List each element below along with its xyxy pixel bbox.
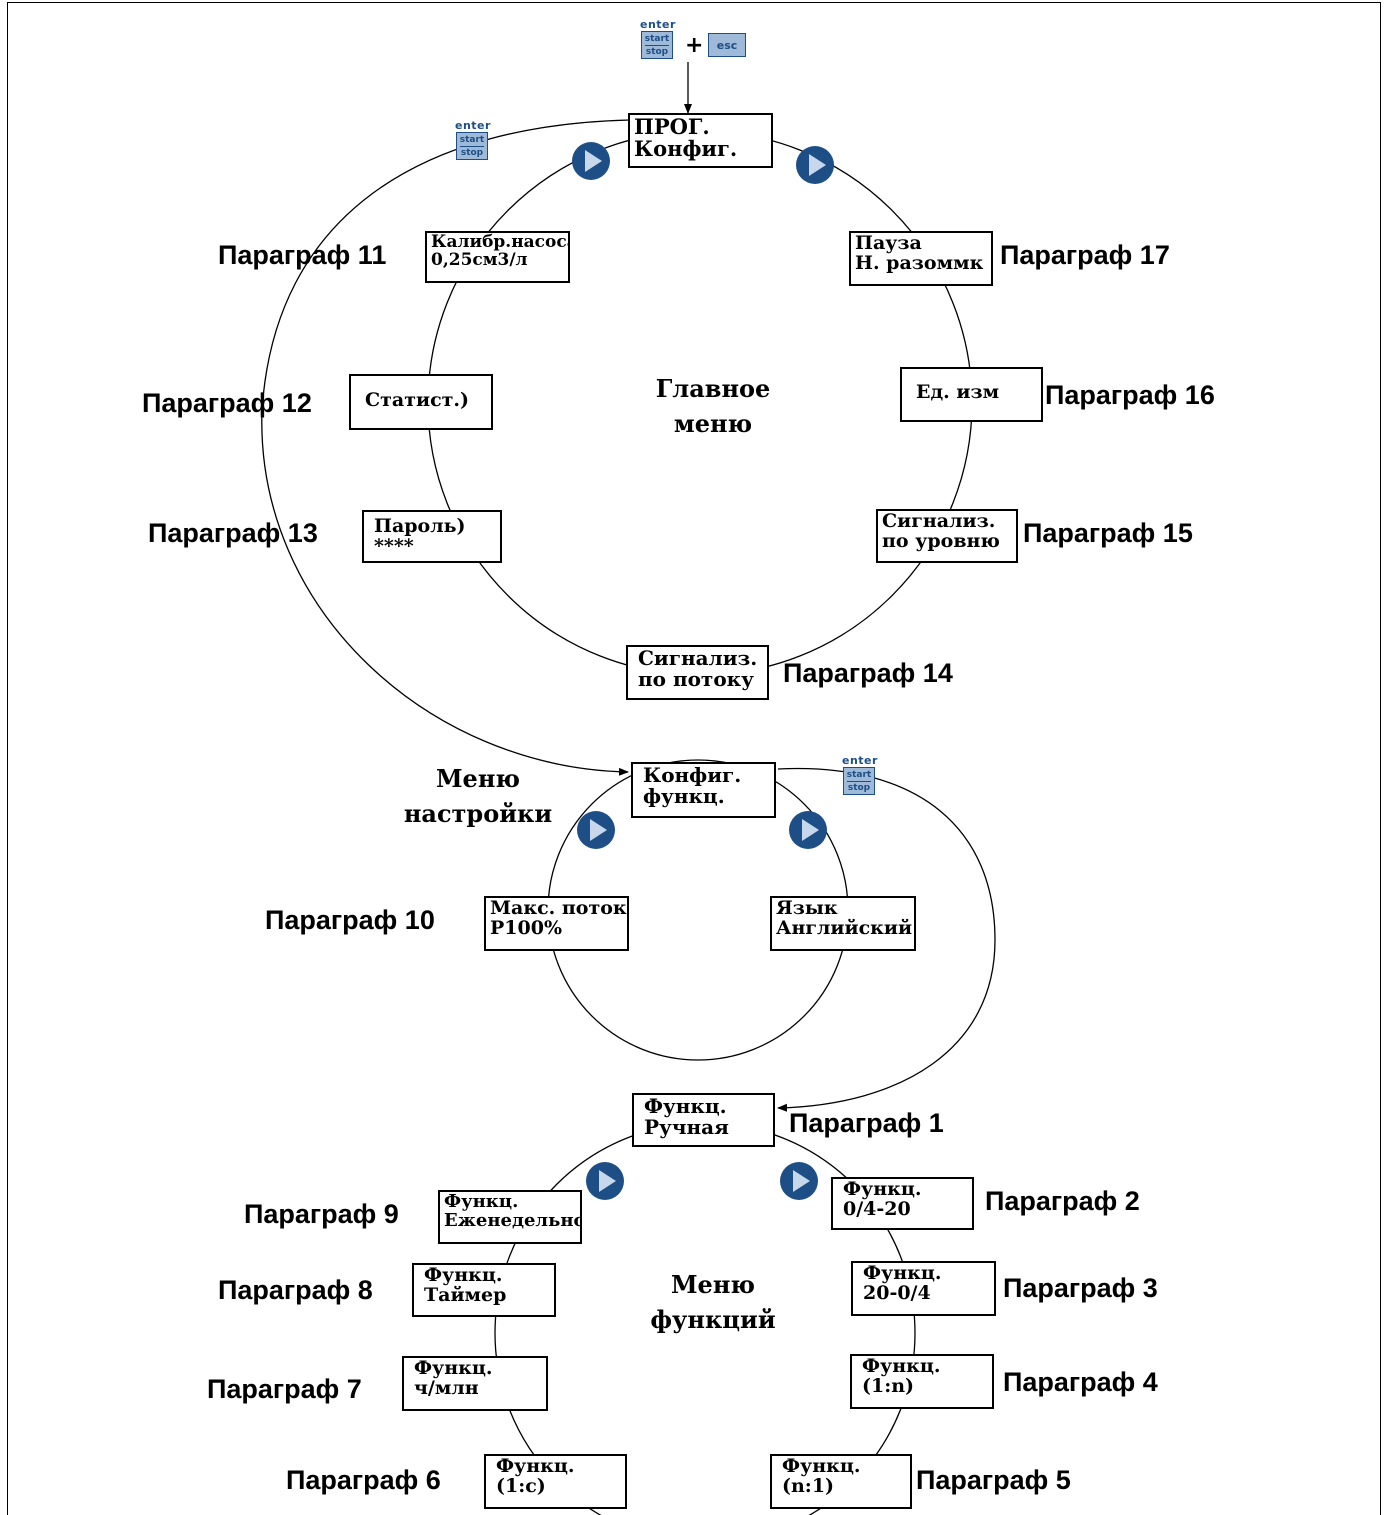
paragraph-label: Параграф 4: [1003, 1367, 1158, 1397]
paragraph-label: Параграф 9: [244, 1199, 399, 1229]
max-flow-box: Макс. поток P100%: [484, 896, 629, 951]
paragraph-label: Параграф 10: [265, 905, 435, 935]
function-weekly-box: Функц. Еженедельно: [438, 1190, 582, 1244]
function-1-n-box: Функц. (1:n): [850, 1354, 994, 1409]
paragraph-label: Параграф 14: [783, 658, 953, 688]
play-icon: [586, 1162, 624, 1200]
paragraph-label: Параграф 2: [985, 1186, 1140, 1216]
paragraph-label: Параграф 15: [1023, 518, 1193, 548]
paragraph-label: Параграф 5: [916, 1465, 1071, 1495]
enter-start-stop-key-main: enter start stop: [455, 120, 490, 160]
paragraph-label: Параграф 13: [148, 518, 318, 548]
enter-start-stop-key-top: enter start stop: [640, 19, 675, 59]
main-menu-title: Главное меню: [655, 374, 771, 438]
pump-calibration-box: Калибр.насоса 0,25см3/л: [425, 231, 570, 283]
enter-start-stop-key-setup: enter start stop: [842, 755, 877, 795]
pause-box: Пауза Н. разоммк: [849, 231, 993, 286]
statistics-box: Статист.): [349, 374, 493, 430]
paragraph-label: Параграф 16: [1045, 380, 1215, 410]
diagram-frame: [7, 2, 1381, 1515]
paragraph-label: Параграф 11: [218, 240, 387, 270]
level-alarm-box: Сигнализ. по уровню: [876, 509, 1018, 563]
flow-alarm-box: Сигнализ. по потоку: [626, 645, 769, 700]
paragraph-label: Параграф 3: [1003, 1273, 1158, 1303]
play-icon: [780, 1162, 818, 1200]
play-icon: [796, 146, 834, 184]
units-box: Ед. изм: [900, 367, 1043, 422]
function-ppm-box: Функц. ч/млн: [402, 1356, 548, 1411]
paragraph-label: Параграф 17: [1000, 240, 1170, 270]
setup-menu-title: Меню настройки: [403, 764, 553, 828]
config-function-box: Конфиг. функц.: [631, 762, 776, 818]
function-manual-box: Функц. Ручная: [632, 1093, 775, 1147]
plus-sign: +: [685, 33, 704, 58]
main-to-setup-arc: [261, 119, 631, 776]
setup-to-function-arc: [777, 767, 996, 1112]
function-timer-box: Функц. Таймер: [412, 1263, 556, 1317]
password-box: Пароль) ****: [362, 510, 502, 563]
paragraph-label: Параграф 12: [142, 388, 312, 418]
play-icon: [572, 142, 610, 180]
function-n-1-box: Функц. (n:1): [770, 1454, 912, 1509]
function-0-4-20-box: Функц. 0/4-20: [831, 1177, 974, 1230]
esc-key: esc: [708, 33, 746, 57]
paragraph-label: Параграф 1: [789, 1108, 944, 1138]
paragraph-label: Параграф 8: [218, 1275, 373, 1305]
language-box: Язык Английский: [770, 896, 916, 951]
play-icon: [789, 811, 827, 849]
paragraph-label: Параграф 7: [207, 1374, 362, 1404]
function-20-0-4-box: Функц. 20-0/4: [851, 1261, 996, 1316]
play-icon: [577, 811, 615, 849]
prog-config-box: ПРОГ. Конфиг.: [628, 113, 773, 168]
paragraph-label: Параграф 6: [286, 1465, 441, 1495]
function-1-c-box: Функц. (1:c): [484, 1454, 627, 1509]
function-menu-title: Меню функций: [650, 1270, 776, 1334]
